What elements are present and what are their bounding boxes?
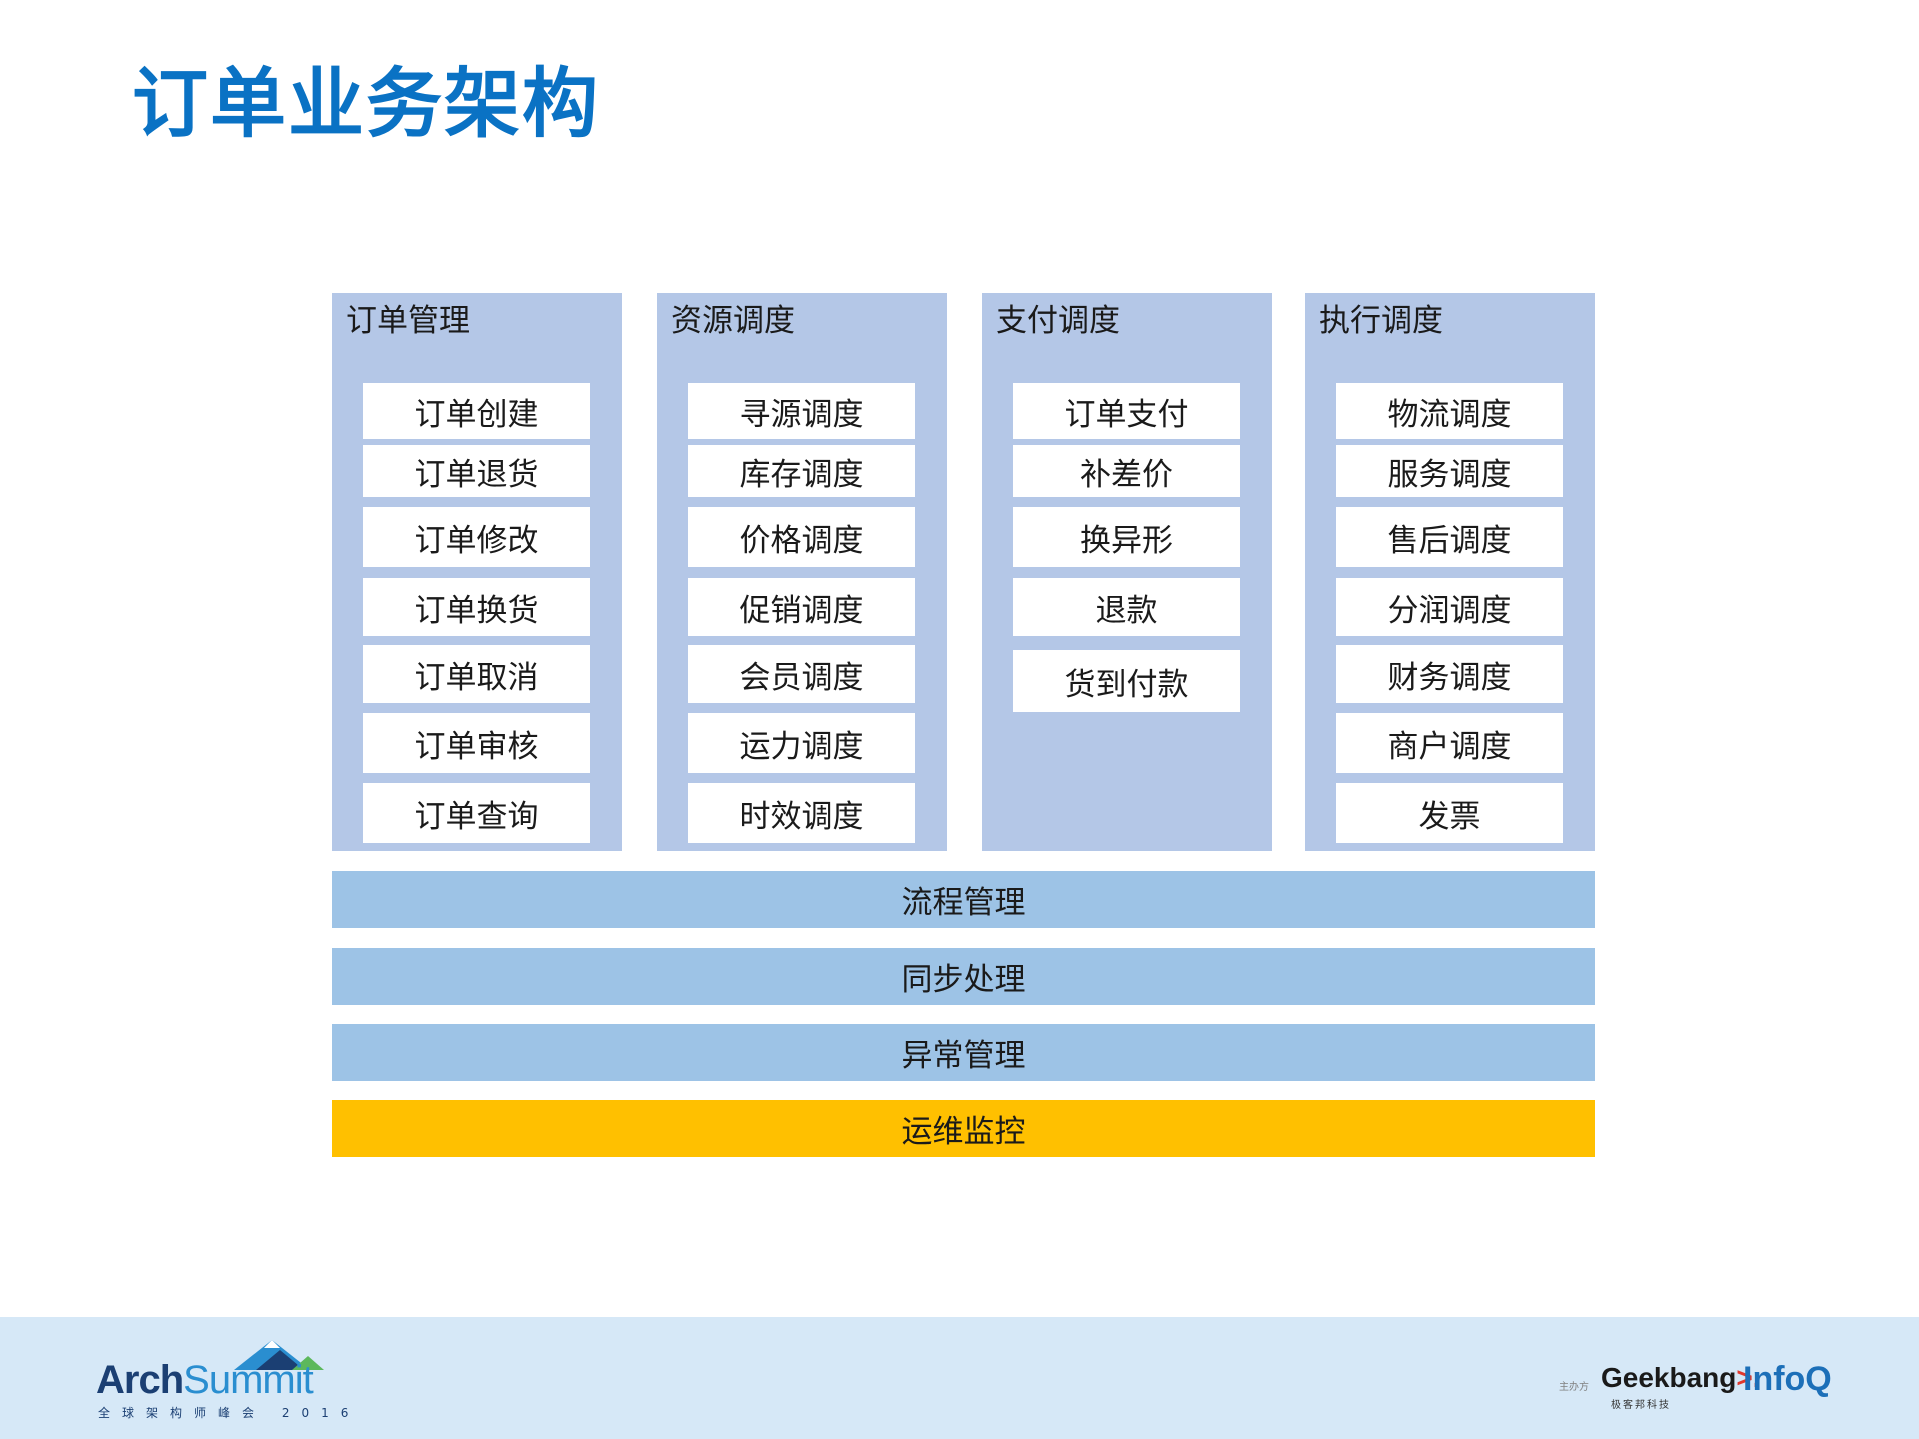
- geekbang-subtitle: 极客邦科技: [1611, 1400, 1671, 1411]
- band-process-management: 流程管理: [332, 871, 1595, 928]
- archsummit-wordmark: ArchSummit: [96, 1358, 314, 1402]
- archsummit-logo: ArchSummit 全球架构师峰会 2016: [96, 1336, 348, 1420]
- geekbang-arrow-icon: >.: [1736, 1362, 1761, 1393]
- module-box: 时效调度: [688, 783, 915, 843]
- band-sync-processing: 同步处理: [332, 948, 1595, 1005]
- module-box: 物流调度: [1336, 383, 1563, 439]
- geekbang-logo: Geekbang>.: [1601, 1364, 1761, 1392]
- module-box: 订单取消: [363, 645, 590, 703]
- infoq-logo: InfoQ: [1743, 1360, 1832, 1398]
- module-box: 促销调度: [688, 578, 915, 636]
- footer-bar: [0, 1317, 1919, 1439]
- module-box: 订单查询: [363, 783, 590, 843]
- module-box: 补差价: [1013, 445, 1240, 497]
- module-box: 订单退货: [363, 445, 590, 497]
- column-header: 执行调度: [1319, 303, 1443, 339]
- module-box: 订单修改: [363, 507, 590, 567]
- logo-arch-text: Arch: [96, 1358, 184, 1402]
- module-box: 寻源调度: [688, 383, 915, 439]
- column-resource-scheduling: 资源调度 寻源调度 库存调度 价格调度 促销调度 会员调度 运力调度 时效调度: [657, 293, 947, 851]
- module-box: 发票: [1336, 783, 1563, 843]
- logo-summit-text: Summit: [183, 1358, 314, 1402]
- mountain-icon: [234, 1340, 324, 1370]
- module-box: 货到付款: [1013, 650, 1240, 712]
- module-box: 换异形: [1013, 507, 1240, 567]
- sponsor-logos: 主办方 Geekbang>. 极客邦科技 InfoQ: [1559, 1360, 1879, 1411]
- module-box: 订单创建: [363, 383, 590, 439]
- module-box: 会员调度: [688, 645, 915, 703]
- column-header: 资源调度: [671, 303, 795, 339]
- module-box: 退款: [1013, 578, 1240, 636]
- column-header: 支付调度: [996, 303, 1120, 339]
- module-box: 服务调度: [1336, 445, 1563, 497]
- column-payment-scheduling: 支付调度 订单支付 补差价 换异形 退款 货到付款: [982, 293, 1272, 851]
- column-execution-scheduling: 执行调度 物流调度 服务调度 售后调度 分润调度 财务调度 商户调度 发票: [1305, 293, 1595, 851]
- geekbang-wordmark: Geekbang: [1601, 1362, 1737, 1393]
- module-box: 订单换货: [363, 578, 590, 636]
- module-box: 商户调度: [1336, 713, 1563, 773]
- module-box: 售后调度: [1336, 507, 1563, 567]
- band-ops-monitoring: 运维监控: [332, 1100, 1595, 1157]
- sponsor-label: 主办方: [1559, 1382, 1589, 1393]
- page-title: 订单业务架构: [132, 59, 600, 148]
- module-box: 分润调度: [1336, 578, 1563, 636]
- module-box: 订单审核: [363, 713, 590, 773]
- module-box: 库存调度: [688, 445, 915, 497]
- column-header: 订单管理: [346, 303, 470, 339]
- logo-subtitle: 全球架构师峰会 2016: [98, 1406, 361, 1420]
- column-order-management: 订单管理 订单创建 订单退货 订单修改 订单换货 订单取消 订单审核 订单查询: [332, 293, 622, 851]
- band-exception-management: 异常管理: [332, 1024, 1595, 1081]
- module-box: 价格调度: [688, 507, 915, 567]
- module-box: 运力调度: [688, 713, 915, 773]
- module-box: 订单支付: [1013, 383, 1240, 439]
- module-box: 财务调度: [1336, 645, 1563, 703]
